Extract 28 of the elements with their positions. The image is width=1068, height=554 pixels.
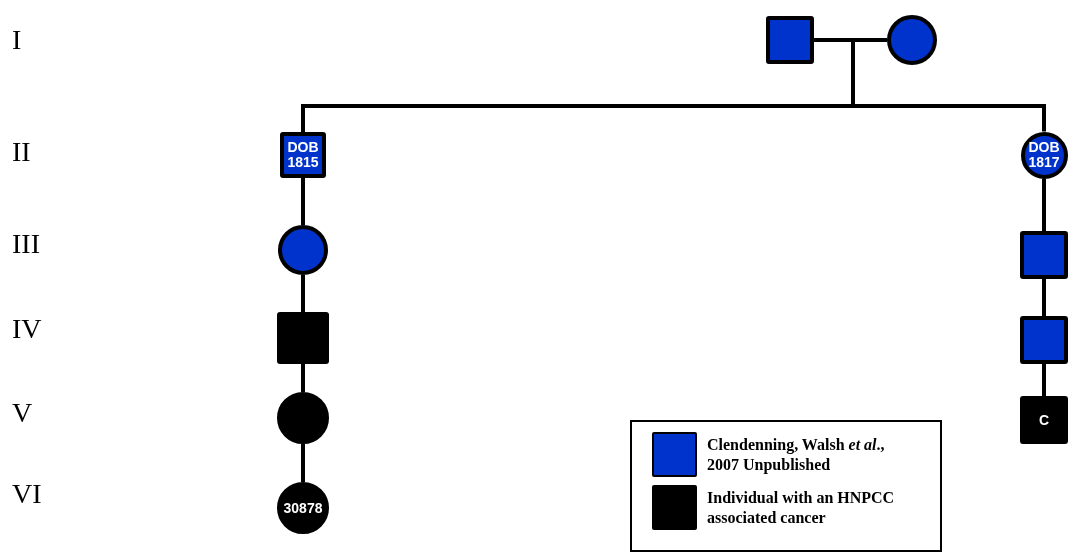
pedigree-line [301,444,305,482]
male-square-symbol [1020,316,1068,364]
legend-text: Clendenning, Walsh et al., 2007 Unpublished [707,434,886,475]
female-circle-symbol [887,15,937,65]
generation-label: III [12,228,40,260]
female-circle-symbol [277,392,329,444]
female-circle-symbol [278,225,328,275]
male-square-symbol [766,16,814,64]
pedigree-line [301,178,305,225]
pedigree-line [1042,178,1046,231]
pedigree-line [301,364,305,392]
generation-label: IV [12,313,42,345]
generation-label: II [12,136,31,168]
female-circle-symbol: DOB 1817 [1020,131,1068,179]
generation-label: I [12,24,22,56]
male-square-symbol [277,312,329,364]
pedigree-line [301,275,305,312]
pedigree-line [851,40,1046,132]
male-square-symbol: DOB 1815 [280,132,326,178]
male-square-symbol: C [1020,396,1068,444]
generation-label: V [12,397,33,429]
pedigree-line [814,38,887,42]
pedigree-line [1042,364,1046,396]
female-circle-symbol: 30878 [277,482,329,534]
generation-label: VI [12,478,42,510]
male-square-symbol [1020,231,1068,279]
pedigree-line [1042,279,1046,316]
legend-text: Individual with an HNPCC associated cancer [707,487,896,528]
